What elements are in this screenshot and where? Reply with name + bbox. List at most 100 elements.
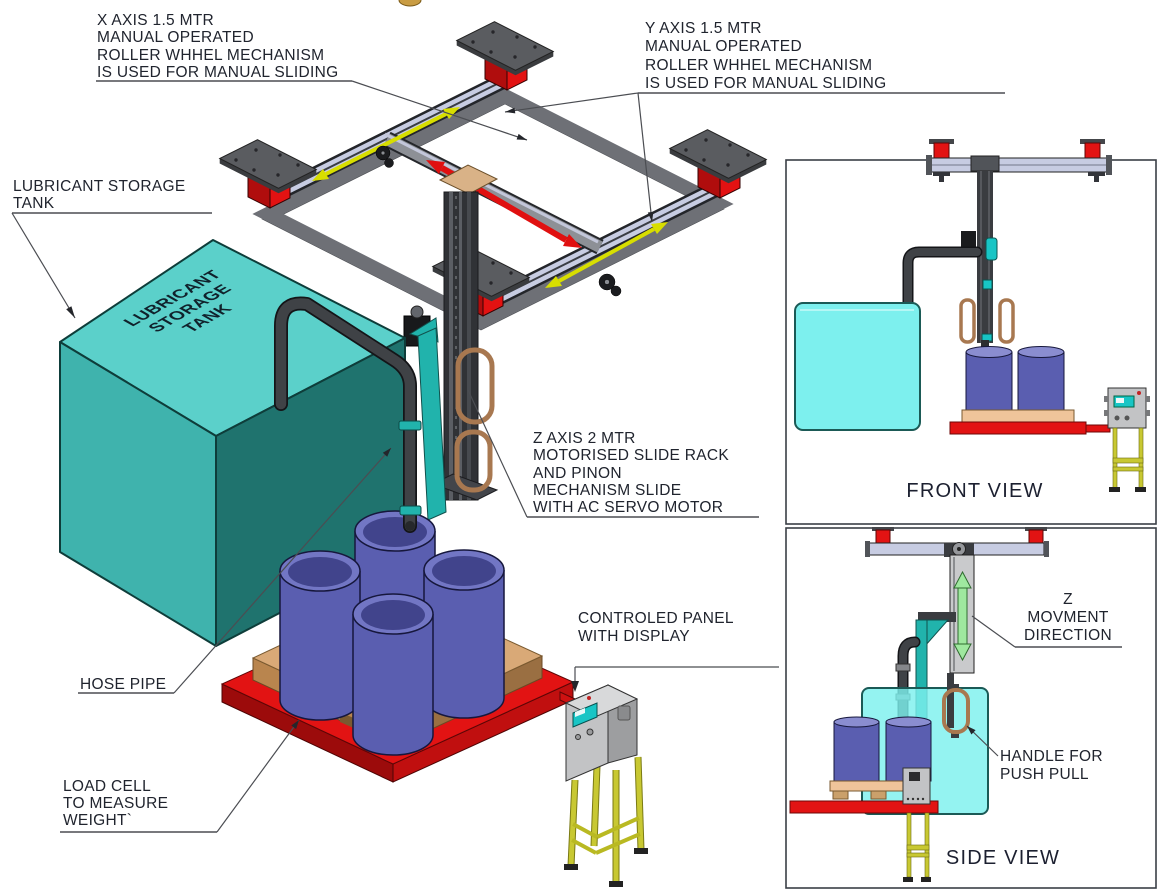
label-line: CONTROLED PANEL — [578, 610, 734, 627]
fv-red-arm — [1085, 424, 1111, 433]
hose-nozzle-tip — [405, 521, 415, 531]
fv-drum — [1017, 351, 1065, 411]
panel-screen-glare — [575, 708, 585, 717]
sv-load-cell — [789, 800, 939, 814]
sv-rail-endcap — [865, 541, 870, 557]
sv-mount-flange — [872, 527, 894, 531]
label-line: MANUAL OPERATED — [645, 38, 802, 55]
label-line: WITH DISPLAY — [578, 628, 690, 645]
fv-load-cell — [949, 421, 1087, 435]
label-line: MOVMENT — [1027, 609, 1109, 626]
fv-stand — [1109, 427, 1146, 492]
fv-teal-clamp — [981, 333, 993, 342]
sv-panel-buttons — [906, 797, 925, 801]
fv-hose — [904, 248, 981, 307]
fv-pallet — [961, 409, 1075, 423]
label-line: DIRECTION — [1024, 627, 1112, 644]
carriage-plate — [438, 164, 499, 195]
label-line: ROLLER WHHEL MECHANISM — [645, 57, 872, 74]
label-load-cell: LOAD CELL TO MEASURE WEIGHT` — [60, 719, 300, 833]
corner-mount-left — [218, 139, 318, 209]
fv-hose-outline — [902, 246, 983, 309]
slide-bracket — [408, 317, 447, 521]
label-line: ROLLER WHHEL MECHANISM — [97, 47, 324, 64]
drum-left — [279, 550, 361, 721]
label-line: AND PINON — [533, 465, 622, 482]
fv-tank — [794, 302, 921, 431]
handle-loop-upper — [455, 347, 495, 425]
sv-drum-top — [885, 716, 932, 728]
label-line: HOSE PIPE — [80, 676, 166, 693]
control-panel — [559, 684, 648, 887]
side-view-panel: Z MOVMENT DIRECTION HANDLE FOR PUSH PULL… — [785, 527, 1157, 889]
main-isometric-view: LUBRICANT STORAGE TANK — [11, 0, 1005, 887]
panel-screen — [572, 702, 598, 728]
stand-braces — [571, 816, 641, 855]
yellow-arrow-y2 — [545, 222, 668, 288]
label-x-axis: X AXIS 1.5 MTR MANUAL OPERATED ROLLER WH… — [96, 12, 528, 141]
fv-drum — [965, 351, 1013, 411]
sv-drum-top — [833, 716, 880, 728]
sv-hose — [899, 638, 919, 730]
sv-stand — [903, 812, 931, 882]
label-line: MOTORISED SLIDE RACK — [533, 447, 729, 464]
fv-rail-feet — [933, 172, 1105, 182]
fv-handle-right — [998, 298, 1015, 344]
label-line: Y AXIS 1.5 MTR — [645, 20, 762, 37]
label-z-movement: Z MOVMENT DIRECTION — [971, 591, 1122, 648]
drum-right — [423, 549, 505, 719]
hose-clamp-lower — [399, 505, 422, 516]
handle-loop-lower — [454, 429, 493, 493]
label-line: WITH AC SERVO MOTOR — [533, 499, 723, 516]
label-y-axis: Y AXIS 1.5 MTR MANUAL OPERATED ROLLER WH… — [504, 20, 1005, 223]
label-line: MANUAL OPERATED — [97, 29, 254, 46]
z-column-rail-3 — [467, 192, 471, 500]
panel-pilot-lamp — [587, 696, 591, 700]
label-line: X AXIS 1.5 MTR — [97, 12, 214, 29]
panel-button — [586, 728, 594, 736]
hose-body — [275, 298, 416, 532]
z-column-rail-2 — [459, 192, 462, 500]
sv-panel-screen — [909, 772, 920, 781]
callouts: X AXIS 1.5 MTR MANUAL OPERATED ROLLER WH… — [11, 12, 1005, 833]
label-line: IS USED FOR MANUAL SLIDING — [97, 64, 339, 81]
stand-feet — [564, 848, 648, 887]
x-beam — [384, 133, 603, 253]
fv-nozzle — [981, 340, 989, 352]
frame-beams — [252, 88, 734, 330]
fv-column-plate — [970, 155, 1000, 172]
sv-handle-cap — [951, 731, 959, 738]
fv-mount-flange — [1080, 139, 1105, 144]
fv-panel-button — [1124, 415, 1130, 421]
panel-vent — [617, 705, 631, 721]
hose-pipe — [274, 296, 422, 533]
fv-mount-flange — [929, 139, 954, 144]
fv-teal-clamp — [982, 279, 993, 290]
hose-clamp-upper — [398, 420, 422, 431]
label-z-axis: Z AXIS 2 MTR MOTORISED SLIDE RACK AND PI… — [467, 389, 759, 518]
sv-column-extension — [947, 673, 954, 728]
label-line: HANDLE FOR — [1000, 748, 1103, 765]
sv-bracket-arm — [918, 612, 956, 622]
fv-servo-motor — [961, 231, 976, 250]
fv-screen-glare — [1116, 398, 1124, 403]
sv-handle-cap — [951, 684, 959, 691]
front-view-panel: FRONT VIEW — [785, 139, 1157, 525]
label-line: Z AXIS 2 MTR — [533, 430, 636, 447]
gantry-frame — [218, 21, 768, 331]
z-column — [403, 191, 499, 501]
label-line: LUBRICANT STORAGE — [13, 178, 185, 195]
z-column-rail-1 — [449, 192, 453, 500]
side-view-border — [785, 527, 1157, 889]
panel-button — [575, 734, 581, 740]
fv-drum-top — [965, 346, 1013, 358]
fv-drum-top — [1017, 346, 1065, 358]
label-line: PUSH PULL — [1000, 766, 1089, 783]
fv-rail-endcap — [1106, 155, 1112, 175]
label-line: TANK — [13, 195, 55, 212]
drums — [279, 0, 505, 756]
label-line: TO MEASURE — [63, 795, 168, 812]
sv-hose-clamp — [895, 663, 911, 672]
